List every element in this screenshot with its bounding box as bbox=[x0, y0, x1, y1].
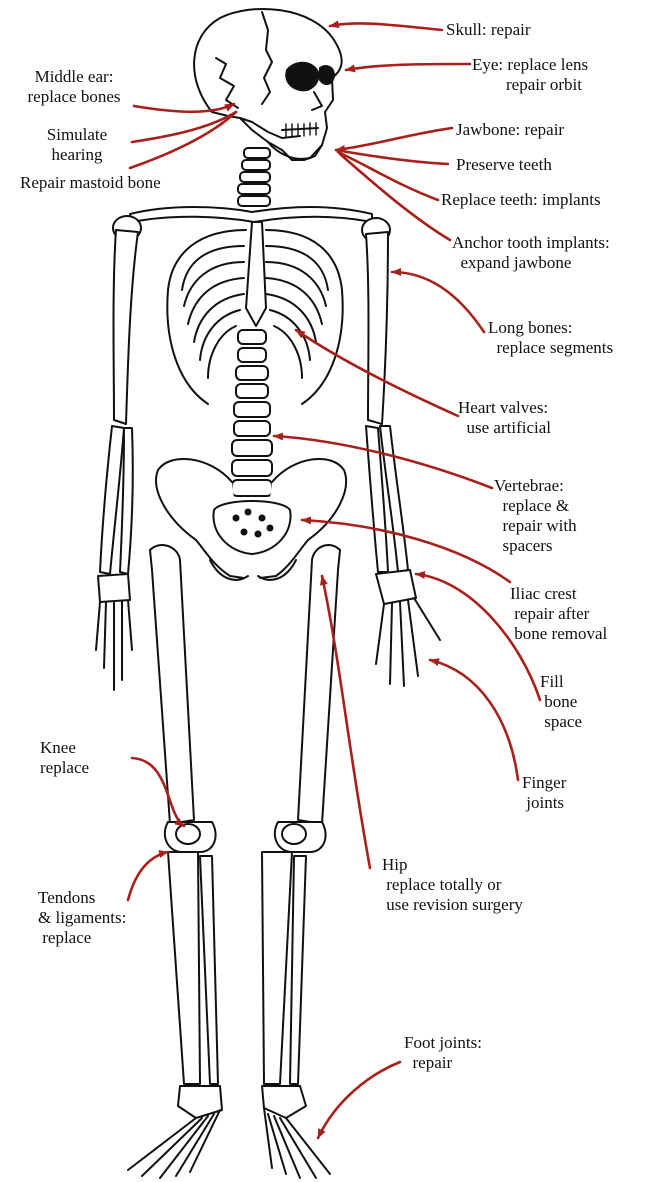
label-preserve-teeth: Preserve teeth bbox=[456, 155, 552, 175]
left-arm bbox=[96, 230, 138, 690]
label-knee: Knee replace bbox=[40, 738, 89, 778]
label-finger-joints: Finger joints bbox=[522, 773, 566, 813]
label-jawbone: Jawbone: repair bbox=[456, 120, 564, 140]
arrow-finger-joints bbox=[430, 660, 518, 780]
arrow-foot-joints bbox=[318, 1062, 400, 1138]
label-eye: Eye: replace lens repair orbit bbox=[472, 55, 588, 95]
label-vertebrae: Vertebrae: replace & repair with spacers bbox=[494, 476, 577, 556]
skull-bone bbox=[194, 9, 342, 160]
arrow-simulate-hearing bbox=[132, 112, 236, 142]
label-replace-teeth: Replace teeth: implants bbox=[441, 190, 601, 210]
label-skull: Skull: repair bbox=[446, 20, 531, 40]
label-simulate-hearing: Simulate hearing bbox=[32, 125, 122, 165]
femurs bbox=[150, 545, 340, 824]
label-mastoid: Repair mastoid bone bbox=[20, 173, 161, 193]
label-heart-valves: Heart valves: use artificial bbox=[458, 398, 551, 438]
label-long-bones: Long bones: replace segments bbox=[488, 318, 613, 358]
label-iliac-crest: Iliac crest repair after bone removal bbox=[510, 584, 607, 644]
arrow-skull bbox=[330, 23, 442, 30]
arrow-preserve-teeth bbox=[336, 150, 448, 164]
arrow-eye bbox=[346, 64, 470, 70]
arrow-jawbone bbox=[336, 128, 452, 150]
label-tendons: Tendons & ligaments: replace bbox=[38, 888, 126, 948]
label-foot-joints: Foot joints: repair bbox=[404, 1033, 482, 1073]
arrow-long-bones bbox=[392, 272, 484, 332]
label-middle-ear: Middle ear: replace bones bbox=[10, 67, 138, 107]
cervical-spine bbox=[238, 148, 270, 206]
feet bbox=[128, 1086, 330, 1178]
spine bbox=[232, 330, 272, 496]
knees bbox=[165, 822, 326, 852]
arrow-tendons bbox=[128, 852, 168, 900]
label-fill-bone: Fill bone space bbox=[540, 672, 582, 732]
label-anchor-implants: Anchor tooth implants: expand jawbone bbox=[452, 233, 610, 273]
lower-legs bbox=[168, 852, 306, 1084]
label-hip: Hip replace totally or use revision surg… bbox=[382, 855, 523, 915]
